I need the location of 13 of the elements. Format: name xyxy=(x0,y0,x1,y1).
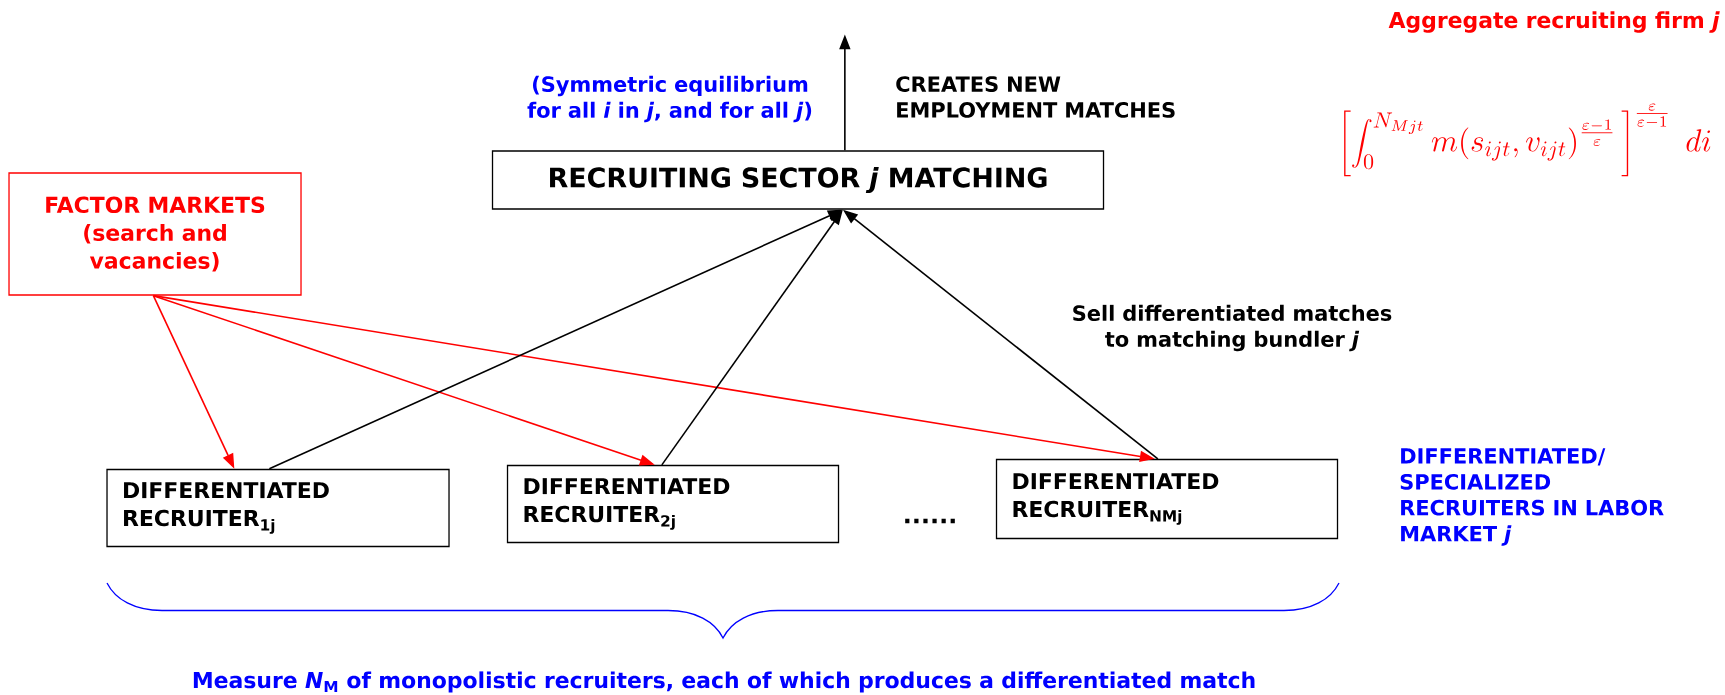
process-box: DIFFERENTIATED RECRUITER$_{NMj}$ xyxy=(995,458,1339,540)
heading: Aggregate recruiting firm j xyxy=(1388,11,1720,33)
note: CREATES NEW EMPLOYMENT MATCHES xyxy=(896,76,1175,118)
formula: $\left[\int_0^{N_{Mjt}} m(s_{ijt},v_{ijt})^{\frac{\varepsilon-1}{\varepsilon}}\,\right]^{\frac{\varepsilon}{\varepsilon-1}}\; di$ xyxy=(1344,103,1711,177)
process-box: FACTOR MARKETS (search and vacancies) xyxy=(8,172,302,296)
ellipsis: ...... xyxy=(905,518,955,524)
caption: Measure N$_{M}$ of monopolistic recruiters, each of which produces a differentiated match xyxy=(193,671,1255,693)
process-box: DIFFERENTIATED RECRUITER$_{1j}$ xyxy=(106,468,450,548)
note: Sell differentiated matches to matching bundler j xyxy=(1073,304,1392,352)
note: DIFFERENTIATED/ SPECIALIZED RECRUITERS IN LABOR MARKET j xyxy=(1400,448,1664,546)
process-box: RECRUITING SECTOR j MATCHING xyxy=(491,150,1105,210)
process-box: DIFFERENTIATED RECRUITER$_{2j}$ xyxy=(506,464,840,544)
note: (Symmetric equilibrium for all i in j, and for all j) xyxy=(527,75,812,123)
